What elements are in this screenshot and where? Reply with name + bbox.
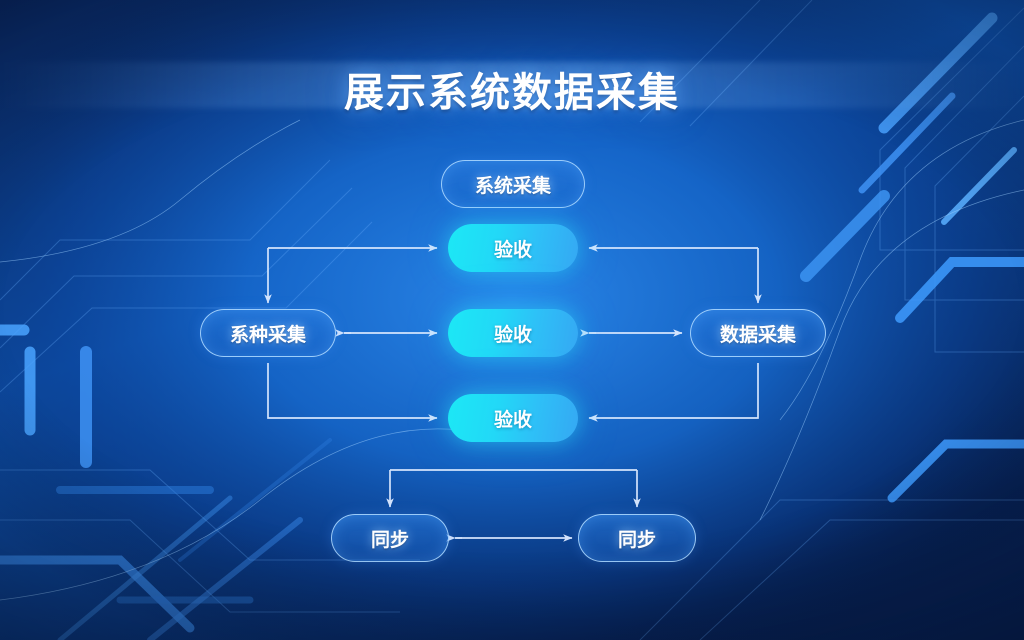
vignette-overlay xyxy=(0,0,1024,640)
slide-canvas: 展示系统数据采集 系统采集 验收 系种采集 验收 数据采集 验收 同步 同步 xyxy=(0,0,1024,640)
